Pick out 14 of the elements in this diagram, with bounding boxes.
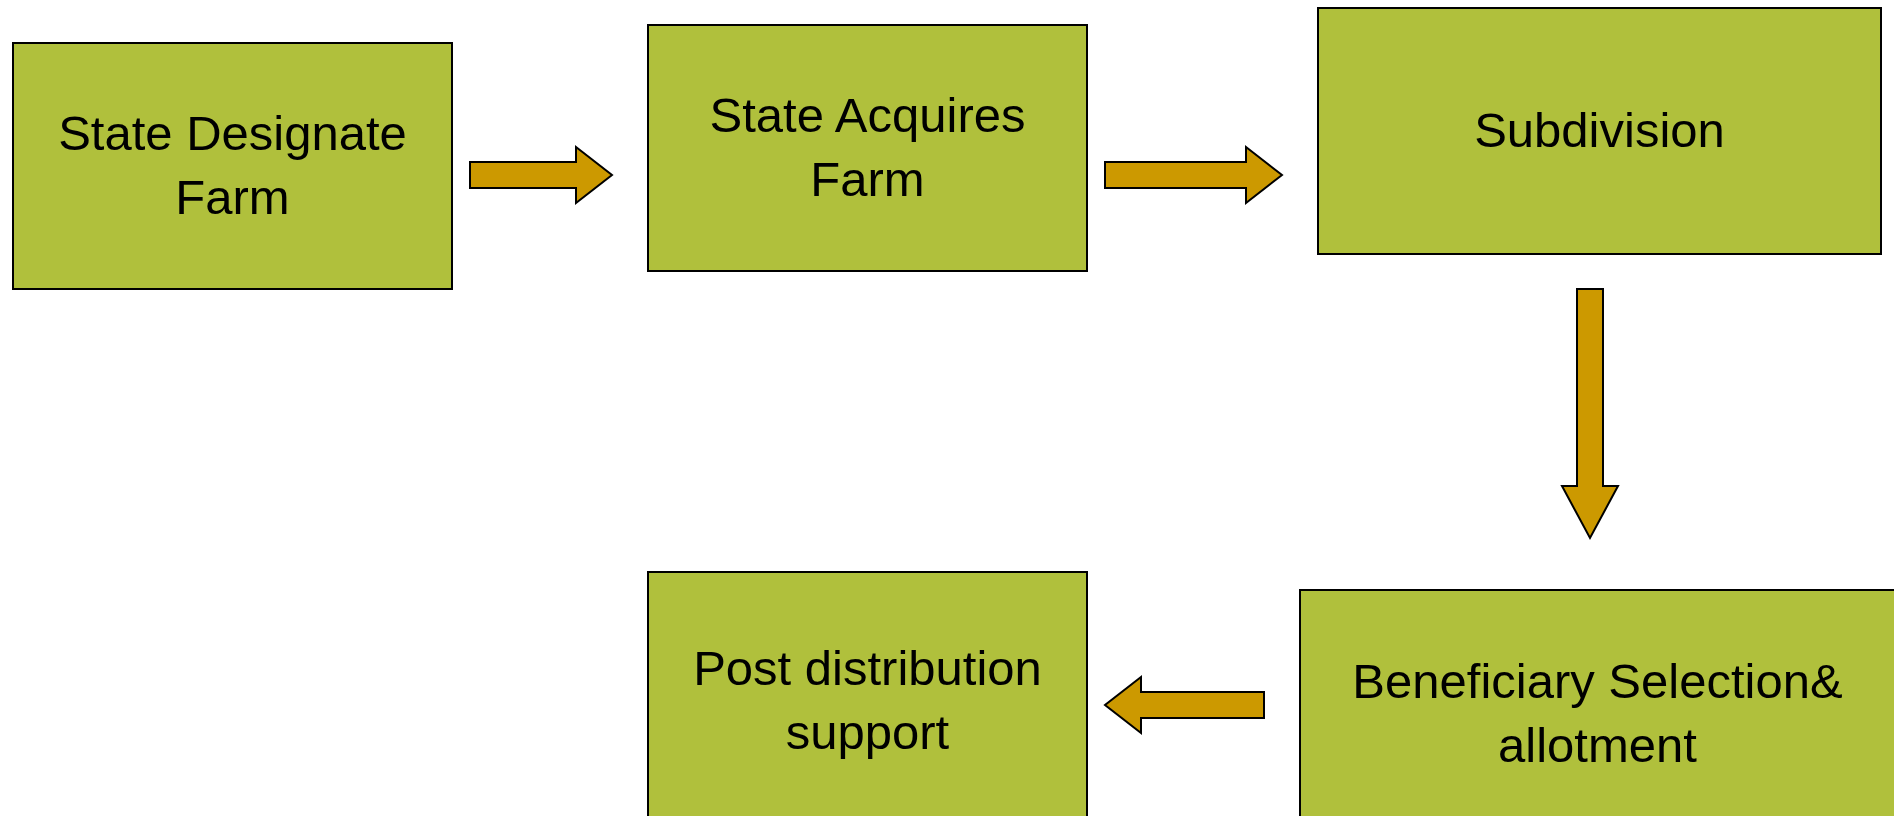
box-label: Subdivision <box>1474 102 1725 160</box>
process-box <box>12 42 453 290</box>
process-box <box>647 571 1088 816</box>
process-box <box>647 24 1088 272</box>
process-box <box>1317 7 1882 255</box>
block-arrow <box>1103 674 1265 736</box>
box-label: State Designate Farm <box>57 105 408 226</box>
block-arrow <box>469 144 614 206</box>
process-box <box>1299 589 1894 816</box>
box-label: Post distribution support <box>692 640 1043 761</box>
box-label: State Acquires Farm <box>708 87 1027 208</box>
block-arrow <box>1104 144 1284 206</box>
block-arrow <box>1560 288 1620 541</box>
box-label: Beneficiary Selection& allotment <box>1351 653 1844 774</box>
